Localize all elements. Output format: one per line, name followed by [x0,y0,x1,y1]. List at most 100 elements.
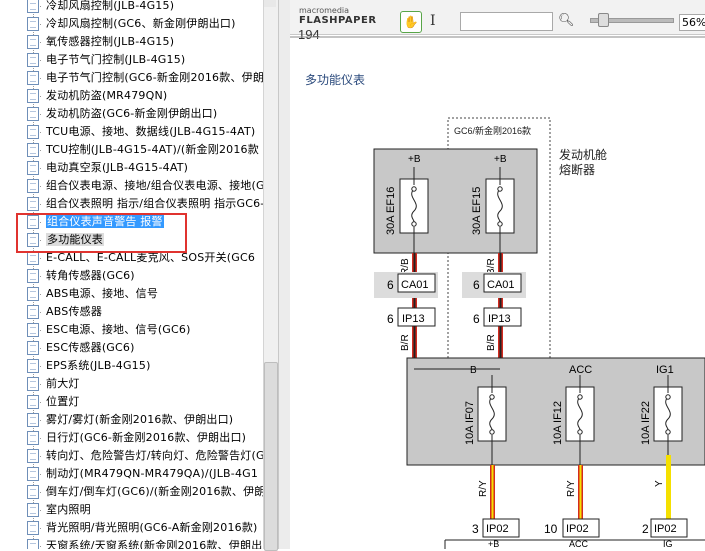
conn3-pin: 6 [387,312,394,326]
tree-item[interactable]: 组合仪表电源、接地/组合仪表电源、接地(G [0,177,263,195]
zoom-slider-knob[interactable] [598,13,609,27]
ipwire3-label: Y [654,480,665,487]
tree-item[interactable]: 位置灯 [0,393,263,411]
ipconn1-label: +B [488,539,499,549]
tree-item-label: 发动机防盗(GC6-新金刚伊朗出口) [46,107,218,120]
hand-tool-button[interactable]: ✋ [400,11,422,33]
document-icon [27,215,39,229]
document-icon [27,323,39,337]
fusebox-label-line2: 熔断器 [559,162,595,177]
conn1-pin: 6 [387,278,394,292]
document-icon [27,377,39,391]
ipfuse3-terminal-top [665,394,671,400]
tree-item[interactable]: 冷却风扇控制(JLB-4G15) [0,0,263,15]
zoom-level-field[interactable]: 56% [679,14,705,31]
document-icon [27,251,39,265]
tree-item[interactable]: ABS电源、接地、信号 [0,285,263,303]
ipconn1-box [482,518,520,538]
tree-item[interactable]: 电子节气门控制(GC6-新金刚2016款、伊朗 [0,69,263,87]
chapter-tree[interactable]: 冷却风扇控制(JLB-4G15)冷却风扇控制(GC6、新金刚伊朗出口) 氧传感器控… [0,0,263,549]
tree-item-label: 组合仪表声音警告 报警 [46,215,164,228]
ipfuse1-terminal-top [489,394,495,400]
search-icon[interactable]: 🔍︎ [558,13,575,28]
tree-item[interactable]: 倒车灯/倒车灯(GC6)/(新金刚2016款、伊朗 [0,483,263,501]
tree-item-label: ABS传感器 [46,305,103,318]
tree-item[interactable]: 室内照明 [0,501,263,519]
tree-item[interactable]: 组合仪表照明 指示/组合仪表照明 指示GC6- [0,195,263,213]
tree-item[interactable]: 雾灯/雾灯(新金刚2016款、伊朗出口) [0,411,263,429]
search-input[interactable] [460,12,553,31]
flashpaper-viewer: macromedia FLASHPAPER ✋ I 🔍︎ 56% 194 多功能… [290,0,705,549]
fuse1-pin-label: +B [408,154,421,165]
wiring-diagram: GC6/新金刚2016款 发动机舱 熔断器 +B 30A EF16 +B 30A… [290,36,705,549]
ipconn1-name: IP02 [486,523,509,535]
tree-item-label: 多功能仪表 [46,233,104,246]
tree-item[interactable]: 多功能仪表 [0,231,263,249]
tree-item[interactable]: 转向灯、危险警告灯/转向灯、危险警告灯(G [0,447,263,465]
tree-item-label: 组合仪表照明 指示/组合仪表照明 指示GC6- [46,197,263,210]
tree-item-label: TCU电源、接地、数据线(JLB-4G15-4AT) [46,125,256,138]
tree-item[interactable]: 背光照明/背光照明(GC6-A新金刚2016款) [0,519,263,537]
ipfuse1-name: 10A IF07 [464,401,476,445]
document-icon [27,269,39,283]
document-icon [27,197,39,211]
tree-item[interactable]: 冷却风扇控制(GC6、新金刚伊朗出口) [0,15,263,33]
document-icon [27,521,39,535]
tree-item[interactable]: 制动灯(MR479QN-MR479QA)/(JLB-4G1 [0,465,263,483]
ipfuse3-pin: IG1 [656,364,674,376]
document-icon [27,539,39,549]
tree-scrollbar-thumb[interactable] [264,362,278,551]
ipfuse3-element [665,396,671,432]
ipwire2-label: R/Y [566,480,577,497]
tree-item[interactable]: TCU电源、接地、数据线(JLB-4G15-4AT) [0,123,263,141]
ipfuse2-element [577,396,583,432]
tree-item[interactable]: 电动真空泵(JLB-4G15-4AT) [0,159,263,177]
document-icon [27,35,39,49]
ipconn2-label: ACC [569,539,589,549]
fuse2-terminal-top [497,186,503,192]
document-icon [27,431,39,445]
tree-item[interactable]: ESC电源、接地、信号(GC6) [0,321,263,339]
tree-item-label: 倒车灯/倒车灯(GC6)/(新金刚2016款、伊朗 [46,485,263,498]
tree-item[interactable]: 日行灯(GC6-新金刚2016款、伊朗出口) [0,429,263,447]
tree-item[interactable]: EPS系统(JLB-4G15) [0,357,263,375]
tree-item[interactable]: 电子节气门控制(JLB-4G15) [0,51,263,69]
page-number: 194 [298,27,320,42]
tree-item-label: EPS系统(JLB-4G15) [46,359,151,372]
document-title: 多功能仪表 [305,73,366,87]
document-icon [27,89,39,103]
conn3-name: IP13 [402,313,425,325]
fuse2-terminal-bottom [497,221,503,227]
tree-item[interactable]: 组合仪表声音警告 报警 [0,213,263,231]
viewer-toolbar: macromedia FLASHPAPER ✋ I 🔍︎ 56% [290,0,705,35]
tree-item-label: 日行灯(GC6-新金刚2016款、伊朗出口) [46,431,247,444]
scroll-up-arrow[interactable] [264,0,276,7]
ipconn2-box [562,518,600,538]
tree-item[interactable]: 前大灯 [0,375,263,393]
ipconn3-label: IG [663,539,673,549]
tree-item[interactable]: 转角传感器(GC6) [0,267,263,285]
tree-item[interactable]: 氧传感器控制(JLB-4G15) [0,33,263,51]
tree-item[interactable]: 发动机防盗(GC6-新金刚伊朗出口) [0,105,263,123]
document-icon [27,503,39,517]
ipfuse2-name: 10A IF12 [552,401,564,445]
wire4-label: B/R [486,334,497,351]
fuse1-terminal-top [411,186,417,192]
zoom-slider[interactable] [590,18,674,23]
tree-item-label: 室内照明 [46,503,91,516]
logo-bottom-text: FLASHPAPER [299,15,377,26]
document-icon [27,143,39,157]
tree-item[interactable]: 发动机防盗(MR479QN) [0,87,263,105]
tree-item-label: 氧传感器控制(JLB-4G15) [46,35,175,48]
tree-item[interactable]: E-CALL、E-CALL麦克风、SOS开关(GC6 [0,249,263,267]
document-icon [27,161,39,175]
tree-item[interactable]: ABS传感器 [0,303,263,321]
tree-item[interactable]: TCU控制(JLB-4G15-4AT)/(新金刚2016款 [0,141,263,159]
text-select-tool-button[interactable]: I [430,13,436,29]
tree-item-label: 电动真空泵(JLB-4G15-4AT) [46,161,189,174]
wire-ry-1-stripe [491,465,494,519]
ipfuse1-pin: B [470,365,477,376]
tree-item[interactable]: ESC传感器(GC6) [0,339,263,357]
tree-item[interactable]: 天窗系统/天窗系统(新金刚2016款、伊朗出 [0,537,263,549]
tree-item-label: 前大灯 [46,377,80,390]
